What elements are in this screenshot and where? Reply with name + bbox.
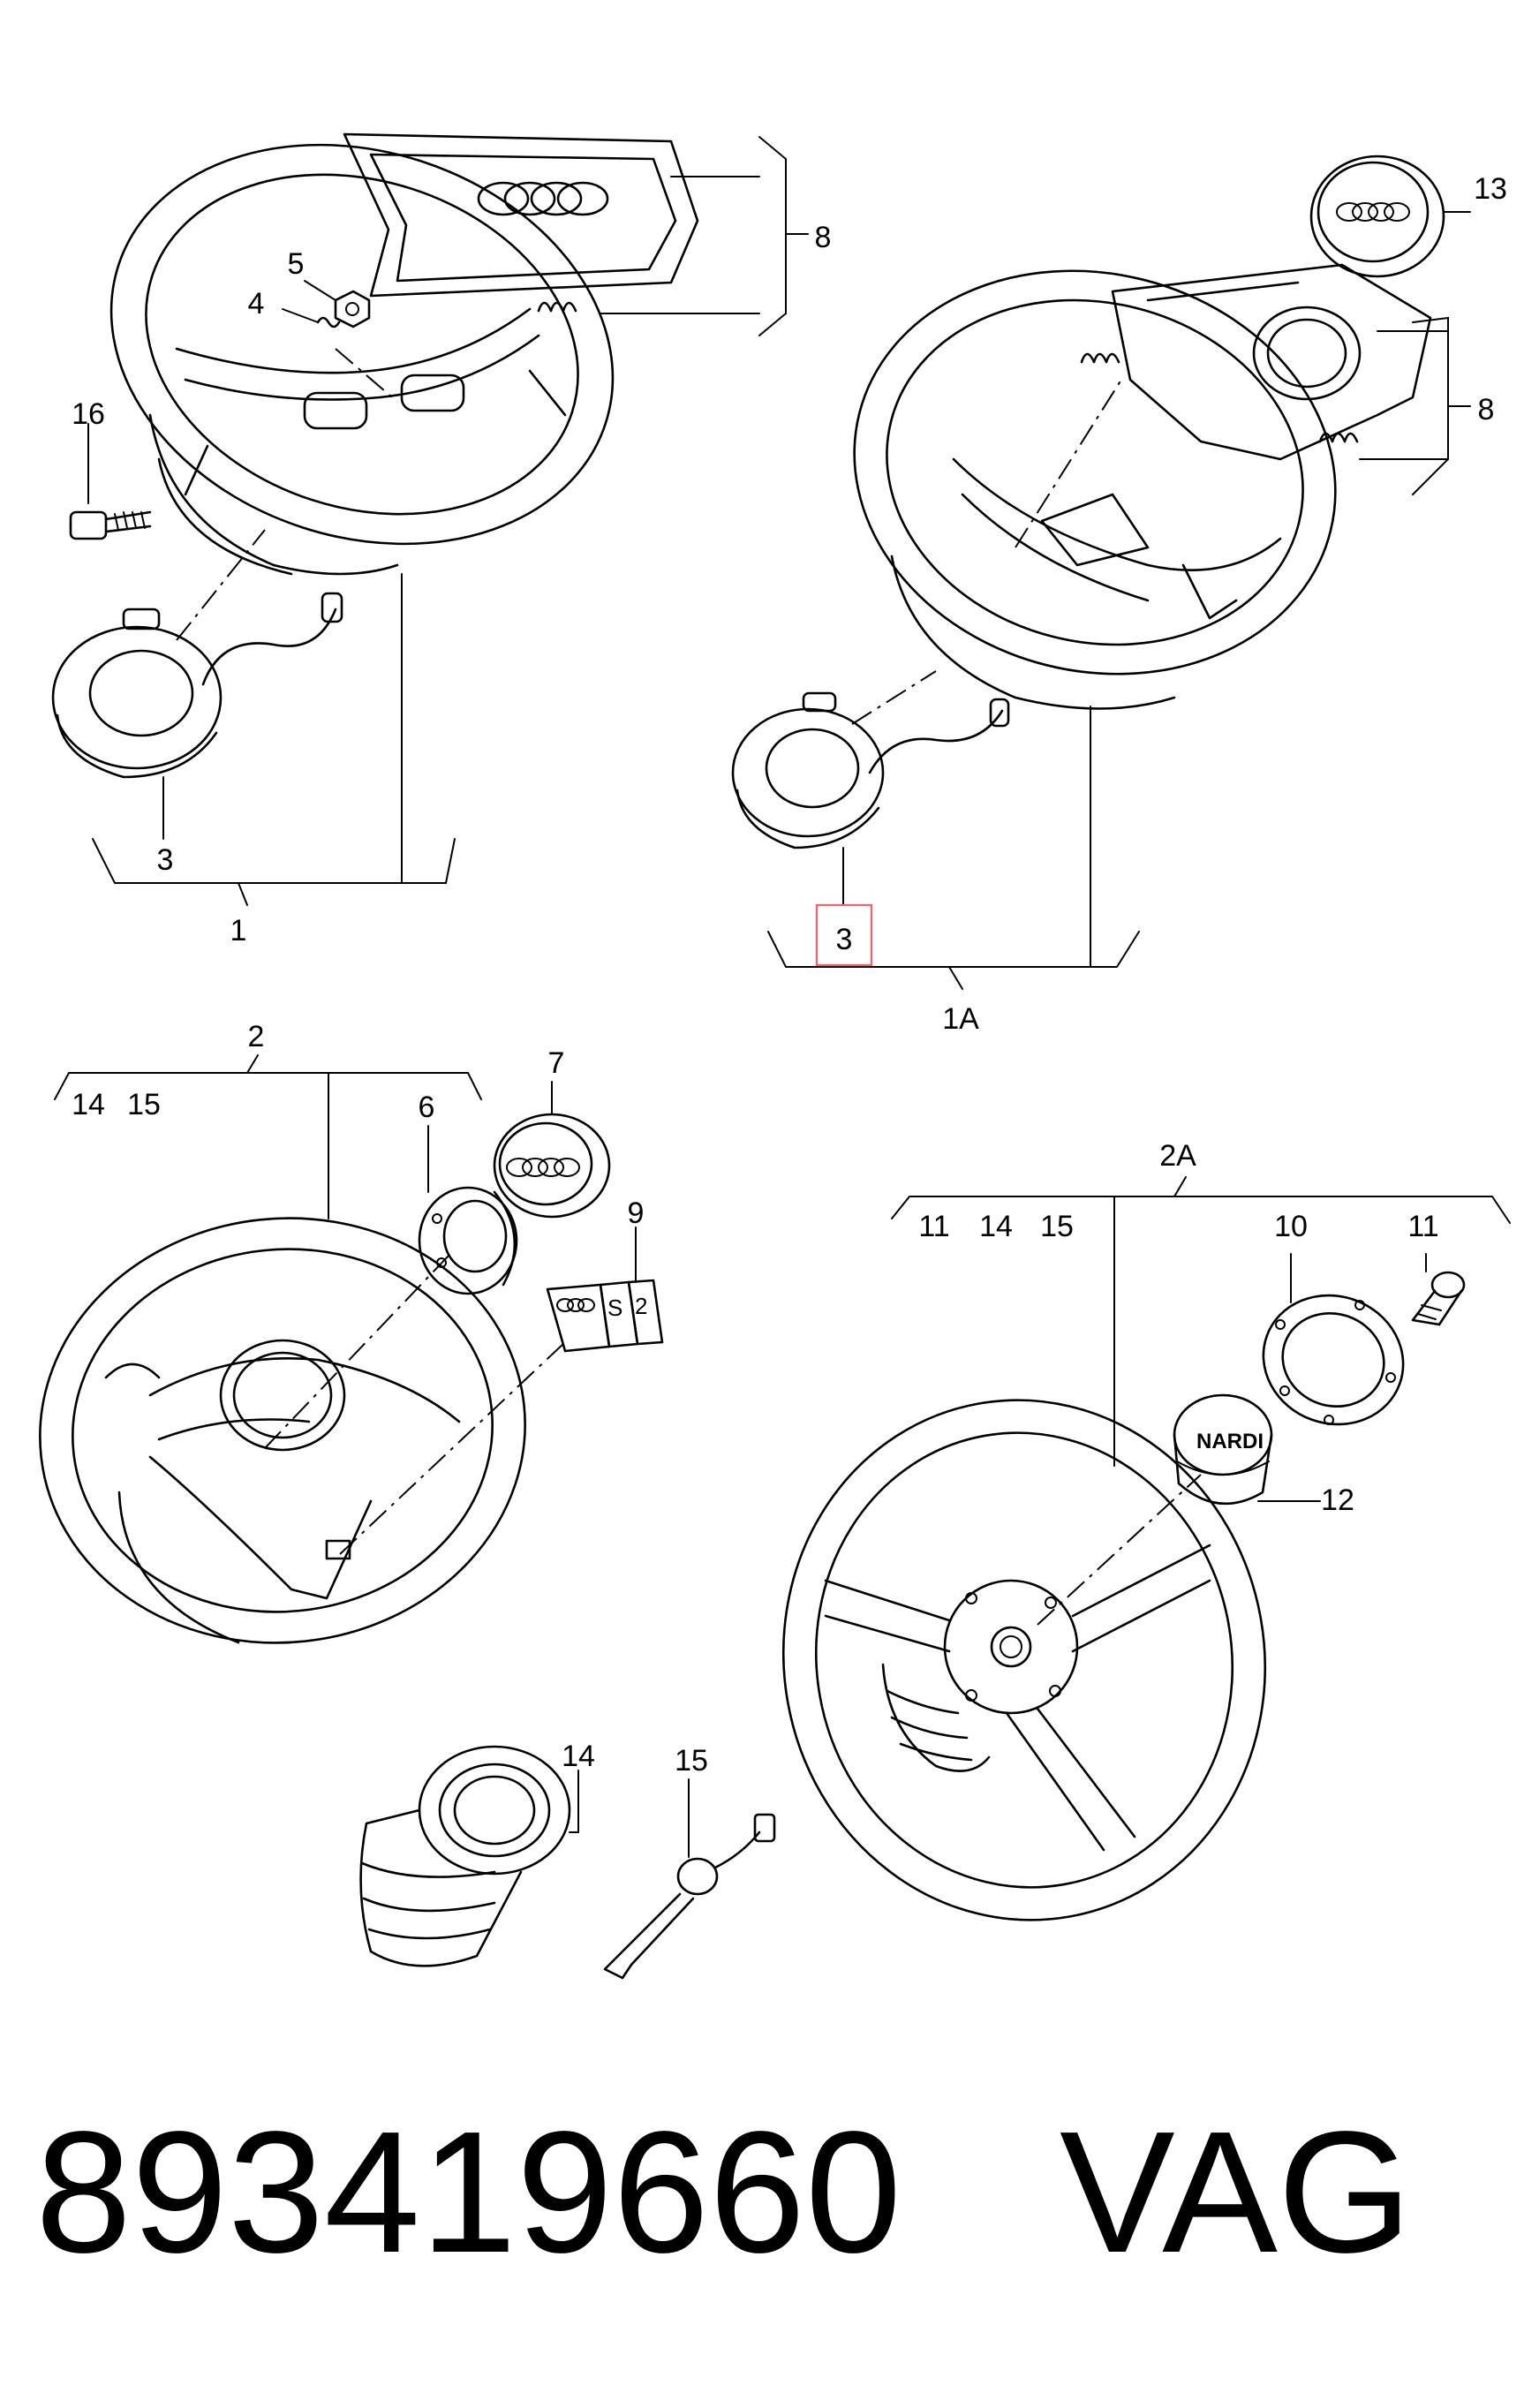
- callout-3-left: 3: [157, 843, 174, 877]
- spacer-ring-10: [1262, 1294, 1405, 1426]
- callout-5: 5: [288, 247, 305, 281]
- callout-16: 16: [72, 397, 105, 431]
- wheel-1a-assembly: [731, 155, 1445, 849]
- spring-icon: [1318, 432, 1359, 443]
- callout-11-list: 11: [918, 1210, 949, 1243]
- callout-13: 13: [1474, 172, 1507, 206]
- nut-icon: [334, 290, 371, 328]
- decal-2-text: 2: [635, 1293, 647, 1319]
- wheel-2a-assembly: [781, 1399, 1267, 1921]
- callout-15: 15: [675, 1744, 708, 1778]
- callout-15-list-b: 15: [1040, 1210, 1074, 1243]
- hub-adapter-6: [418, 1186, 518, 1295]
- callout-4: 4: [248, 287, 265, 321]
- callout-7: 7: [548, 1046, 565, 1080]
- spring-icon: [1080, 352, 1120, 364]
- callout-8-right: 8: [1478, 393, 1495, 426]
- wheel-1-assembly: [51, 132, 699, 779]
- callout-14-list-a: 14: [72, 1088, 105, 1121]
- highlight-box: [815, 903, 873, 967]
- brand-label: VAG: [1060, 2095, 1412, 2289]
- callout-10: 10: [1274, 1210, 1308, 1243]
- wheel-2-assembly: [39, 1217, 526, 1644]
- callout-2a: 2A: [1159, 1139, 1196, 1173]
- part-number: 893419660: [35, 2095, 902, 2289]
- callout-9: 9: [628, 1196, 645, 1230]
- callout-labels: 1 1A 2 2A 3 3 4 5 6 7 8 8 9 10 11 11 12 …: [72, 172, 1507, 1778]
- nardi-badge-12: NARDI: [1173, 1393, 1273, 1506]
- horn-pad-1: [343, 132, 699, 298]
- nardi-brand-text: NARDI: [1196, 1430, 1264, 1453]
- spring-icon: [537, 301, 577, 313]
- callout-8-left: 8: [815, 221, 832, 254]
- contact-pin-15: [603, 1813, 776, 1980]
- callout-15-list-a: 15: [127, 1088, 161, 1121]
- decal-s-text: S: [607, 1295, 622, 1321]
- callout-1: 1: [230, 914, 247, 947]
- screw-icon: [69, 510, 152, 540]
- callout-1a: 1A: [942, 1002, 979, 1036]
- callout-2: 2: [248, 1020, 265, 1053]
- callout-3-right: 3: [836, 923, 853, 956]
- contact-ring-1: [51, 592, 343, 779]
- audi-cap: [1309, 155, 1445, 278]
- screw-11: [1411, 1271, 1466, 1326]
- callout-12: 12: [1321, 1483, 1354, 1517]
- callout-14: 14: [562, 1740, 595, 1773]
- boss-14: [359, 1745, 571, 1967]
- contact-ring-1a: [731, 691, 1010, 849]
- callout-14-list-b: 14: [979, 1210, 1013, 1243]
- horn-pad-1a: [1111, 263, 1432, 461]
- washer-icon: [316, 316, 341, 328]
- horn-button-7: [493, 1113, 611, 1219]
- callout-11: 11: [1407, 1210, 1438, 1243]
- callout-6: 6: [419, 1091, 435, 1124]
- decal-set-9: S 2: [546, 1279, 664, 1353]
